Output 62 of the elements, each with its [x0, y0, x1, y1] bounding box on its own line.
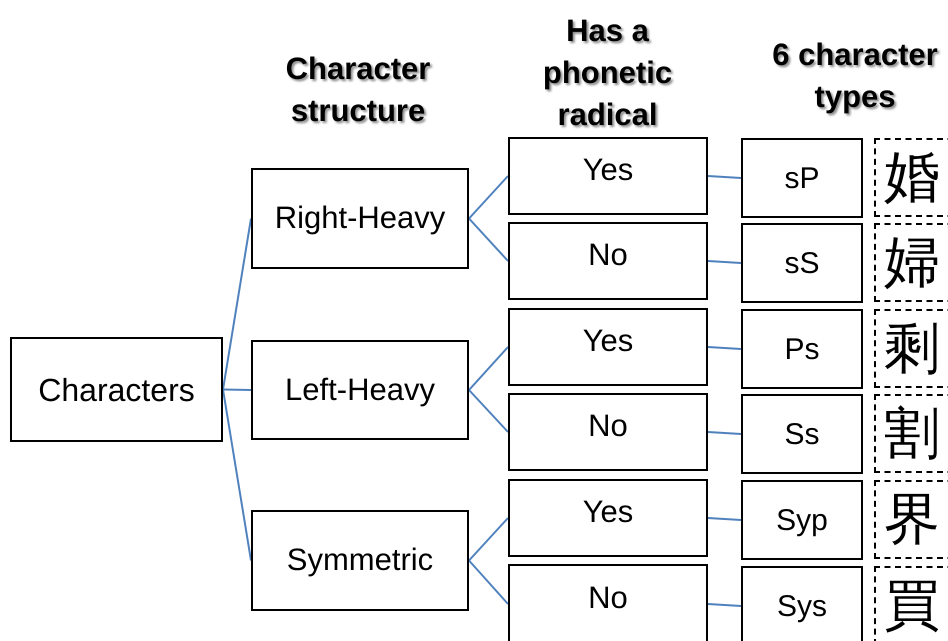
connector-line: [708, 175, 742, 179]
connector-line: [222, 388, 252, 391]
connector-line: [468, 389, 509, 433]
connector-line: [222, 218, 252, 390]
answer-box: [508, 393, 708, 471]
answer-box: [508, 308, 708, 386]
answer-box: [508, 137, 708, 215]
connector-line: [708, 346, 742, 350]
category-box: [251, 340, 469, 440]
node-text: Yes: [582, 150, 634, 189]
column-heading: 6 character types: [771, 36, 939, 116]
type-box: [741, 394, 863, 474]
example-box: [874, 223, 948, 302]
column-heading: Has a phonetic radical: [542, 12, 674, 134]
connector-line: [708, 260, 742, 264]
node-text: Characters: [38, 370, 195, 410]
node-text: Ss: [784, 416, 820, 452]
example-box: [874, 138, 948, 217]
connector-line: [468, 517, 509, 562]
example-box: [874, 480, 948, 559]
node-text: No: [588, 236, 628, 274]
node-text: sP: [784, 160, 820, 196]
connector-line: [468, 346, 509, 391]
node-text: Left-Heavy: [285, 370, 435, 409]
type-box: [741, 566, 863, 641]
answer-box: [508, 564, 708, 641]
connector-line: [708, 431, 742, 435]
chinese-character: 買: [884, 578, 940, 634]
node-text: sS: [784, 246, 820, 282]
example-box: [874, 394, 948, 473]
node-text: Sys: [776, 588, 827, 624]
connector-line: [468, 175, 509, 220]
type-box: [741, 223, 863, 303]
connector-line: [222, 389, 252, 561]
chinese-character: 婦: [884, 234, 940, 290]
node-text: Yes: [582, 492, 634, 531]
category-box: [251, 510, 469, 611]
chinese-character: 婚: [884, 150, 940, 206]
node-text: Ps: [784, 332, 820, 368]
node-text: No: [588, 406, 628, 445]
node-text: Yes: [582, 322, 634, 360]
node-text: Right-Heavy: [274, 199, 446, 238]
node-text: Symmetric: [286, 541, 434, 580]
type-box: [741, 480, 863, 560]
connector-line: [708, 517, 742, 521]
type-box: [741, 138, 863, 218]
answer-box: [508, 222, 708, 300]
column-heading: Character structure: [284, 50, 432, 130]
answer-box: [508, 479, 708, 557]
chinese-character: 剩: [884, 320, 940, 376]
root-box: [10, 337, 223, 442]
chinese-character: 界: [884, 492, 940, 548]
category-box: [251, 168, 469, 269]
node-text: No: [588, 578, 628, 617]
chinese-character: 割: [884, 406, 940, 462]
example-box: [874, 309, 948, 388]
type-box: [741, 309, 863, 389]
node-text: Syp: [776, 502, 828, 538]
connector-line: [468, 560, 509, 605]
example-box: [874, 566, 948, 641]
connector-line: [468, 218, 509, 262]
connector-line: [708, 603, 742, 607]
